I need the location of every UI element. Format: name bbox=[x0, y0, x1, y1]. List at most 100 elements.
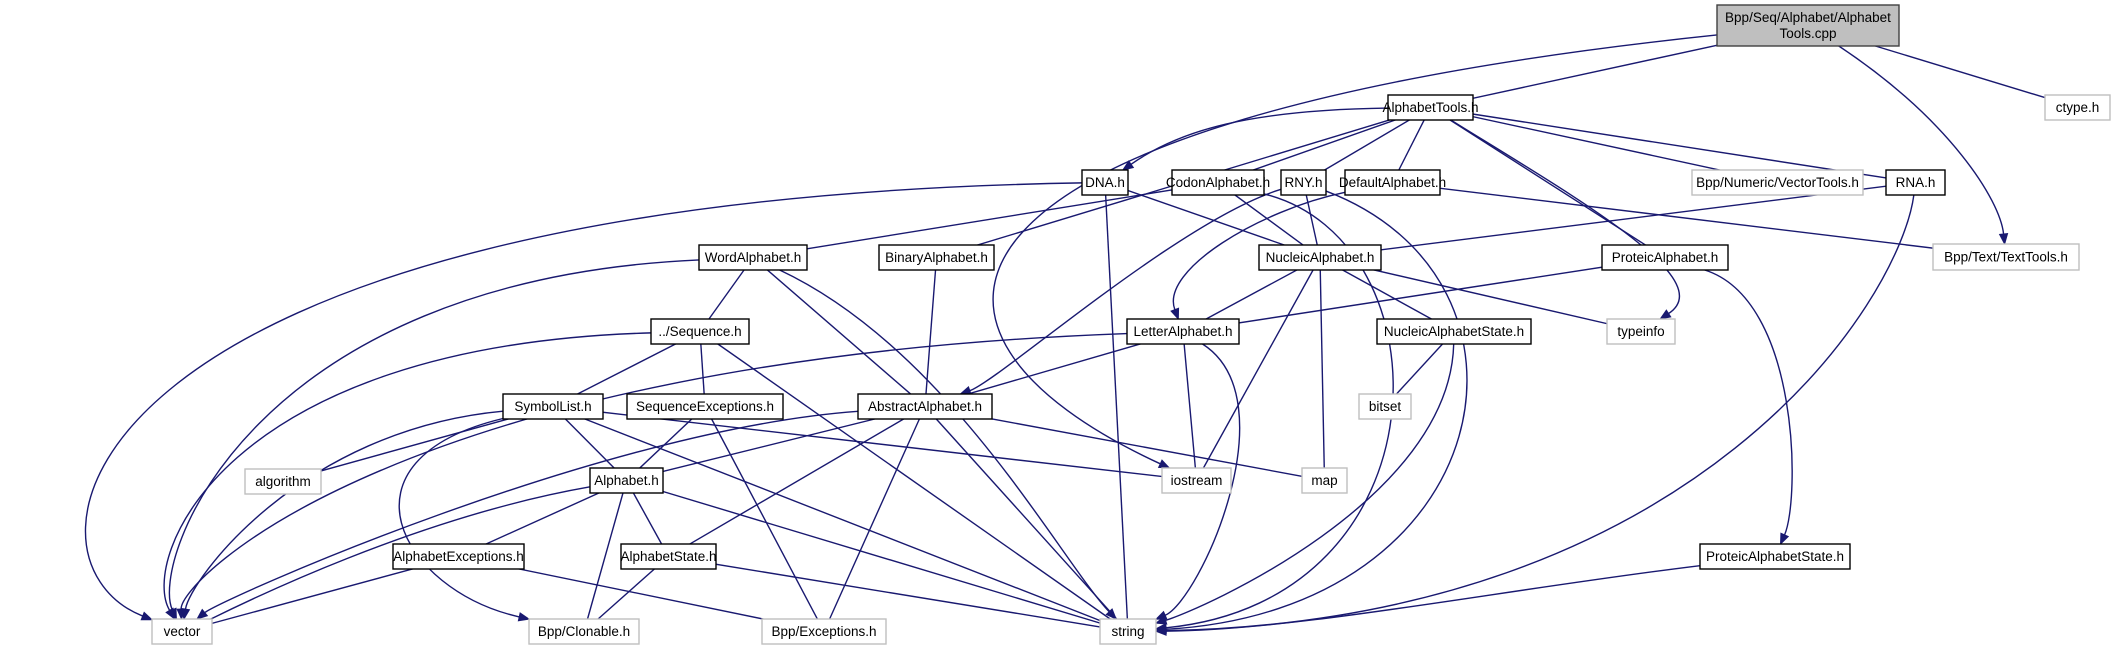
node-iostream: iostream bbox=[1161, 467, 1232, 494]
edge-seqexc-to-exceptions bbox=[704, 406, 825, 633]
node-alphexc[interactable]: AlphabetExceptions.h bbox=[392, 543, 525, 570]
edge-line bbox=[699, 330, 1121, 627]
edge-line bbox=[184, 410, 504, 610]
edge-line bbox=[552, 405, 1119, 629]
node-string: string bbox=[1099, 618, 1157, 645]
arrowhead-icon bbox=[1154, 615, 1168, 625]
node-seqexc[interactable]: SequenceExceptions.h bbox=[626, 393, 784, 420]
node-label: iostream bbox=[1171, 473, 1223, 488]
node-nucleicstate[interactable]: NucleicAlphabetState.h bbox=[1376, 318, 1532, 345]
node-label: bitset bbox=[1369, 399, 1402, 414]
node-typeinfo: typeinfo bbox=[1606, 318, 1676, 345]
node-box bbox=[698, 244, 808, 271]
edge-abstract-to-alphstate bbox=[667, 405, 926, 558]
node-box bbox=[392, 543, 525, 570]
node-label: AlphabetState.h bbox=[620, 549, 716, 564]
node-label: ctype.h bbox=[2056, 100, 2100, 115]
edge-alphabettools-to-typeinfo bbox=[1450, 119, 1681, 320]
edge-root-to-texttools bbox=[1838, 45, 2009, 246]
edge-line bbox=[704, 406, 820, 623]
node-algorithm: algorithm bbox=[244, 468, 322, 495]
arrowhead-icon bbox=[1659, 309, 1672, 320]
node-label: SymbolList.h bbox=[514, 399, 591, 414]
node-label: LetterAlphabet.h bbox=[1133, 324, 1232, 339]
node-alphabet[interactable]: Alphabet.h bbox=[589, 467, 664, 494]
node-box bbox=[878, 244, 995, 271]
node-box bbox=[1691, 169, 1864, 196]
node-word[interactable]: WordAlphabet.h bbox=[698, 244, 808, 271]
edge-line bbox=[398, 417, 520, 618]
node-alphstate[interactable]: AlphabetState.h bbox=[620, 543, 717, 570]
node-label: Bpp/Text/TextTools.h bbox=[1944, 250, 2068, 265]
edge-nucleicstate-to-string bbox=[1154, 343, 1455, 625]
node-box bbox=[1376, 318, 1532, 345]
edge-line bbox=[752, 256, 918, 401]
node-box bbox=[1161, 467, 1232, 494]
node-label: AlphabetExceptions.h bbox=[393, 549, 524, 564]
edge-line bbox=[626, 479, 1119, 630]
node-box bbox=[1601, 244, 1729, 271]
node-rny[interactable]: RNY.h bbox=[1280, 169, 1327, 196]
edge-line bbox=[1392, 181, 1997, 257]
edge-line bbox=[924, 406, 1122, 625]
edge-line bbox=[779, 269, 1110, 613]
node-box bbox=[1885, 169, 1946, 196]
node-box bbox=[857, 393, 993, 420]
edge-sequence-to-string bbox=[699, 330, 1130, 633]
node-label: NucleicAlphabetState.h bbox=[1384, 324, 1524, 339]
node-ctype: ctype.h bbox=[2044, 94, 2111, 121]
edge-line bbox=[827, 406, 926, 623]
arrowhead-icon bbox=[1157, 459, 1171, 469]
arrowhead-icon bbox=[1779, 532, 1790, 546]
node-box bbox=[1358, 393, 1412, 420]
edge-line bbox=[762, 181, 1219, 257]
node-label: algorithm bbox=[255, 474, 311, 489]
node-label: CodonAlphabet.h bbox=[1166, 175, 1270, 190]
node-alphabettools[interactable]: AlphabetTools.h bbox=[1382, 94, 1479, 121]
node-texttools: Bpp/Text/TextTools.h bbox=[1932, 243, 2080, 271]
edge-line bbox=[1165, 343, 1455, 621]
node-label: BinaryAlphabet.h bbox=[885, 250, 988, 265]
node-label: Bpp/Clonable.h bbox=[538, 624, 630, 639]
edge-binary-to-abstract bbox=[921, 257, 938, 408]
edge-line bbox=[1192, 256, 1666, 331]
node-proteicstate[interactable]: ProteicAlphabetState.h bbox=[1699, 543, 1851, 570]
node-proteic[interactable]: ProteicAlphabet.h bbox=[1601, 244, 1729, 271]
edge-line bbox=[202, 486, 591, 624]
node-label: Tools.cpp bbox=[1779, 26, 1836, 41]
node-label: vector bbox=[164, 624, 201, 639]
node-nucleic[interactable]: NucleicAlphabet.h bbox=[1258, 244, 1382, 271]
node-letter[interactable]: LetterAlphabet.h bbox=[1126, 318, 1240, 345]
node-box bbox=[2044, 94, 2111, 121]
node-sequence[interactable]: ../Sequence.h bbox=[650, 318, 750, 345]
edge-letter-to-iostream bbox=[1182, 331, 1201, 482]
node-rna[interactable]: RNA.h bbox=[1885, 169, 1946, 196]
arrowhead-icon bbox=[1998, 233, 2009, 246]
node-default[interactable]: DefaultAlphabet.h bbox=[1339, 169, 1446, 196]
edge-proteic-to-proteicstate bbox=[1704, 269, 1793, 546]
node-label: ../Sequence.h bbox=[658, 324, 741, 339]
node-box bbox=[244, 468, 322, 495]
node-box bbox=[589, 467, 664, 494]
arrowhead-icon bbox=[180, 607, 191, 621]
node-map: map bbox=[1301, 467, 1348, 494]
node-codon[interactable]: CodonAlphabet.h bbox=[1166, 169, 1270, 196]
node-root[interactable]: Bpp/Seq/Alphabet/AlphabetTools.cpp bbox=[1716, 4, 1900, 47]
node-label: Bpp/Seq/Alphabet/Alphabet bbox=[1725, 10, 1891, 25]
node-abstract[interactable]: AbstractAlphabet.h bbox=[857, 393, 993, 420]
node-box bbox=[1344, 169, 1441, 196]
node-binary[interactable]: BinaryAlphabet.h bbox=[878, 244, 995, 271]
edge-line bbox=[163, 332, 652, 611]
node-label: RNA.h bbox=[1896, 175, 1936, 190]
node-symbollist[interactable]: SymbolList.h bbox=[502, 393, 604, 420]
edge-line bbox=[1200, 257, 1321, 473]
node-box bbox=[1387, 94, 1474, 121]
edge-line bbox=[1430, 106, 1906, 182]
edge-line bbox=[676, 405, 926, 553]
node-dna[interactable]: DNA.h bbox=[1081, 169, 1129, 196]
arrowhead-icon bbox=[165, 607, 176, 621]
edge-line bbox=[969, 188, 1282, 392]
node-label: RNY.h bbox=[1284, 175, 1322, 190]
node-label: AbstractAlphabet.h bbox=[868, 399, 982, 414]
